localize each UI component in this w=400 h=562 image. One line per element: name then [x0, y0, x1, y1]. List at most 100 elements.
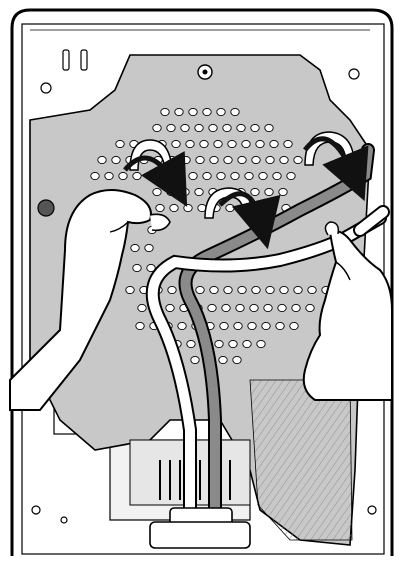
ventilation-hole	[307, 285, 317, 295]
ventilation-hole	[293, 285, 303, 295]
ventilation-hole	[267, 203, 277, 213]
ventilation-hole	[167, 285, 177, 295]
ventilation-hole	[241, 139, 251, 149]
ventilation-hole	[265, 155, 275, 165]
ventilation-hole	[218, 355, 228, 365]
curved-arrow-icon	[123, 151, 188, 207]
ventilation-hole	[223, 285, 233, 295]
ventilation-hole	[115, 139, 125, 149]
ventilation-hole	[169, 203, 179, 213]
ventilation-hole	[236, 123, 246, 133]
ventilation-hole	[208, 123, 218, 133]
ventilation-hole	[190, 355, 200, 365]
ventilation-hole	[291, 303, 301, 313]
curved-arrow-icon	[303, 136, 369, 202]
curved-arrow-icon	[218, 191, 281, 250]
ventilation-hole	[152, 187, 162, 197]
ventilation-hole	[166, 123, 176, 133]
ventilation-hole	[293, 155, 303, 165]
ventilation-hole	[132, 263, 142, 273]
ventilation-hole	[209, 155, 219, 165]
hand-right-icon	[302, 205, 393, 401]
ventilation-hole	[188, 107, 198, 117]
ventilation-hole	[278, 187, 288, 197]
ventilation-hole	[195, 285, 205, 295]
ventilation-hole	[235, 303, 245, 313]
ventilation-hole	[230, 171, 240, 181]
ventilation-hole	[202, 171, 212, 181]
ventilation-hole	[250, 123, 260, 133]
ventilation-hole	[194, 187, 204, 197]
ventilation-hole	[166, 187, 176, 197]
ventilation-hole	[174, 171, 184, 181]
ventilation-hole	[265, 285, 275, 295]
ventilation-hole	[219, 321, 229, 331]
ventilation-hole	[185, 139, 195, 149]
ventilation-hole	[188, 171, 198, 181]
ventilation-hole	[132, 171, 142, 181]
dark-hose	[180, 145, 373, 520]
ventilation-hole	[174, 107, 184, 117]
ventilation-hole	[130, 243, 140, 253]
ventilation-hole	[228, 339, 238, 349]
ventilation-hole	[180, 123, 190, 133]
ventilation-hole	[277, 303, 287, 313]
ventilation-hole	[279, 285, 289, 295]
ventilation-hole	[195, 155, 205, 165]
ventilation-hole	[207, 303, 217, 313]
ventilation-hole	[222, 123, 232, 133]
ventilation-hole	[305, 303, 315, 313]
ventilation-hole	[90, 171, 100, 181]
ventilation-hole	[227, 139, 237, 149]
ventilation-hole	[283, 139, 293, 149]
ventilation-hole	[111, 155, 121, 165]
ventilation-hole	[97, 155, 107, 165]
ventilation-hole	[216, 107, 226, 117]
ventilation-hole	[155, 203, 165, 213]
ventilation-hole	[209, 285, 219, 295]
ventilation-hole	[171, 139, 181, 149]
ventilation-hole	[251, 155, 261, 165]
ventilation-hole	[177, 321, 187, 331]
ventilation-hole	[275, 321, 285, 331]
ventilation-hole	[118, 171, 128, 181]
ventilation-hole	[264, 123, 274, 133]
ventilation-hole	[237, 285, 247, 295]
ventilation-hole	[214, 339, 224, 349]
ventilation-hole	[223, 155, 233, 165]
drain-hoses	[145, 143, 387, 549]
ventilation-hole	[258, 171, 268, 181]
routing-arrows	[123, 136, 369, 250]
light-hose	[147, 213, 385, 520]
ventilation-hole	[272, 171, 282, 181]
ventilation-hole	[244, 171, 254, 181]
ventilation-hole	[180, 187, 190, 197]
ventilation-hole	[279, 155, 289, 165]
hand-left-icon	[9, 189, 171, 411]
ventilation-hole	[263, 303, 273, 313]
hose-outlet-base	[149, 521, 251, 549]
ventilation-hole	[183, 203, 193, 213]
ventilation-hole	[213, 139, 223, 149]
ventilation-hole	[256, 339, 266, 349]
ventilation-hole	[289, 321, 299, 331]
ventilation-hole	[286, 171, 296, 181]
ventilation-hole	[165, 303, 175, 313]
ventilation-hole	[269, 139, 279, 149]
ventilation-hole	[237, 155, 247, 165]
ventilation-hole	[247, 321, 257, 331]
ventilation-hole	[225, 203, 235, 213]
ventilation-hole	[230, 107, 240, 117]
ventilation-hole	[232, 355, 242, 365]
ventilation-hole	[137, 303, 147, 313]
ventilation-hole	[202, 107, 212, 117]
ventilation-hole	[216, 171, 226, 181]
ventilation-hole	[135, 321, 145, 331]
ventilation-hole	[261, 321, 271, 331]
ventilation-hole	[221, 303, 231, 313]
ventilation-hole	[186, 339, 196, 349]
ventilation-hole	[264, 187, 274, 197]
ventilation-hole	[104, 171, 114, 181]
ventilation-hole	[144, 243, 154, 253]
